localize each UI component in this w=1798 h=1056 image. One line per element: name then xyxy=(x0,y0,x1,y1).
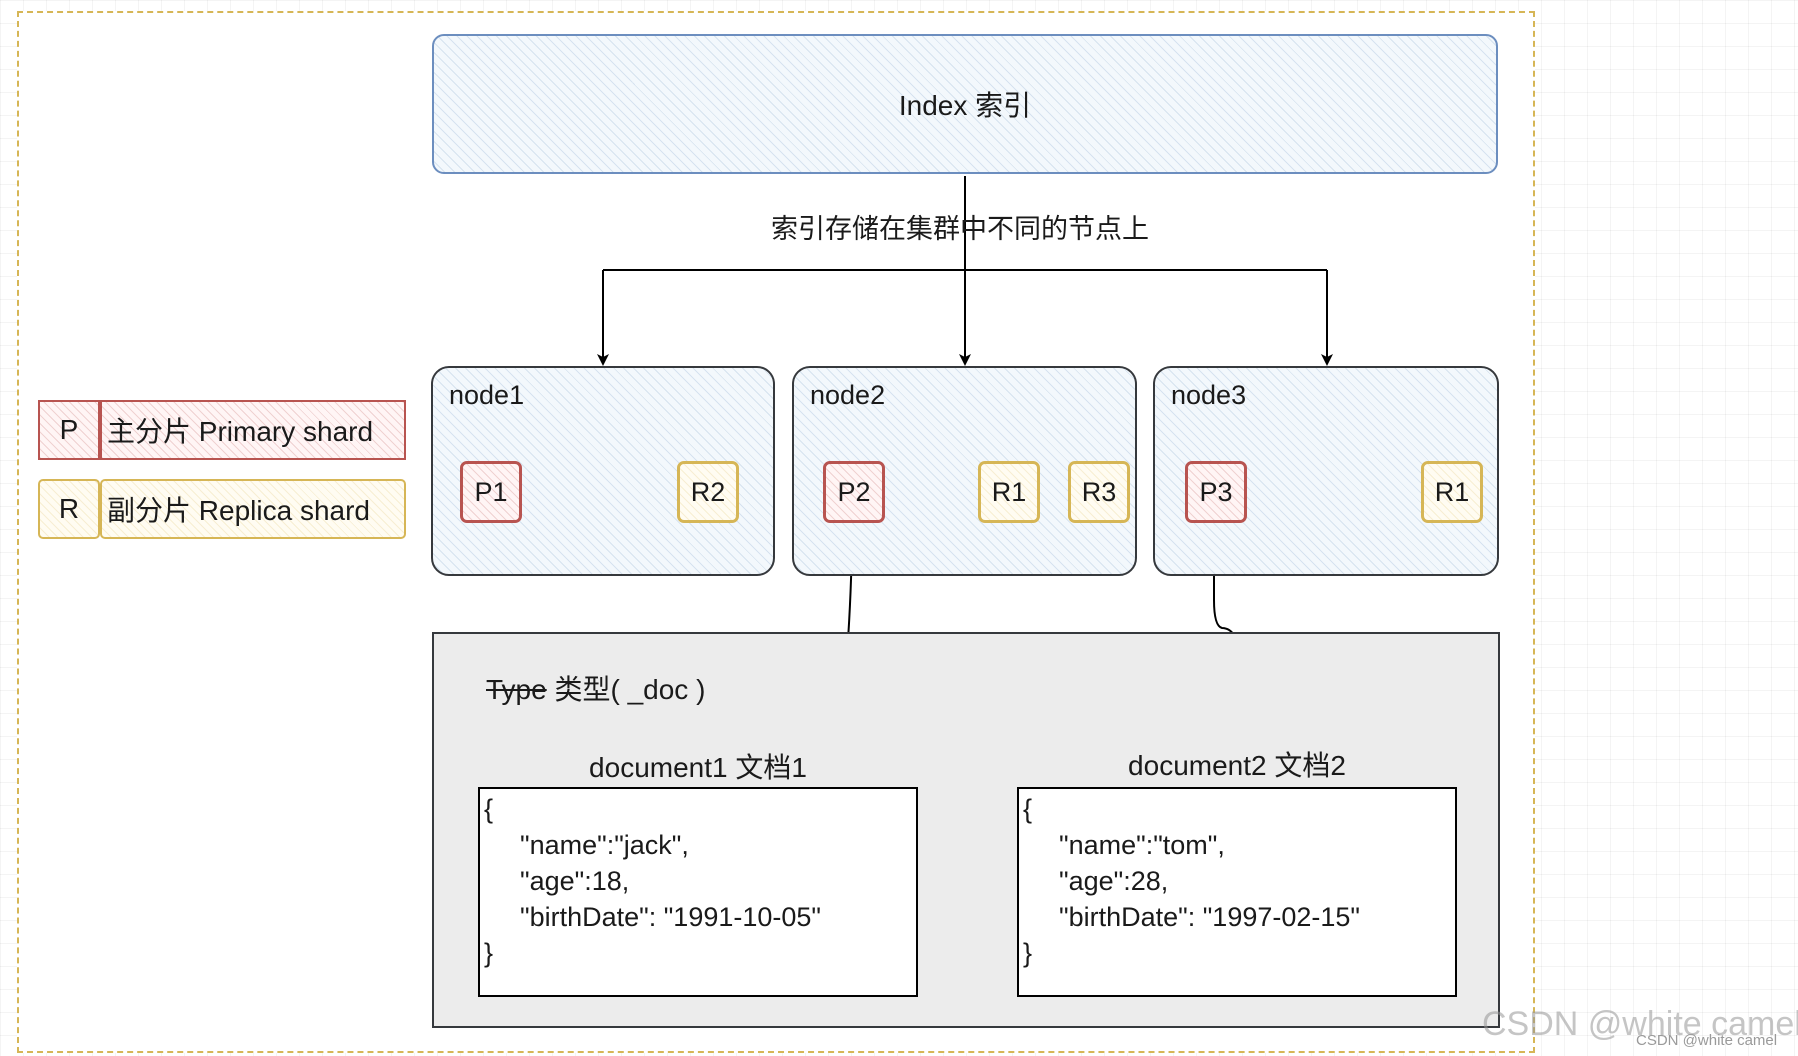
node-1[interactable]: node1 P1 R2 xyxy=(431,366,775,576)
json-line: } xyxy=(484,938,494,968)
shard-label: R3 xyxy=(1081,476,1117,507)
type-label: Type 类型( _doc ) xyxy=(486,668,705,708)
shard-r2[interactable]: R2 xyxy=(677,461,739,523)
legend-replica: R 副分片 Replica shard xyxy=(38,479,406,539)
node-title: node3 xyxy=(1171,380,1247,410)
shard-p2[interactable]: P2 xyxy=(823,461,885,523)
document2-title: document2 文档2 xyxy=(1128,750,1346,781)
node-title: node2 xyxy=(810,380,886,410)
edge-label: 索引存储在集群中不同的节点上 xyxy=(700,206,1220,246)
watermark-large: CSDN @white camel xyxy=(1482,1005,1798,1043)
json-line: "age":28, xyxy=(1059,866,1169,896)
json-line: "age":18, xyxy=(520,866,630,896)
legend-replica-label: 副分片 Replica shard xyxy=(100,479,406,539)
edge-label-text: 索引存储在集群中不同的节点上 xyxy=(771,213,1149,244)
shard-label: R1 xyxy=(991,476,1027,507)
index-box[interactable]: Index 索引 xyxy=(432,34,1498,174)
legend-primary-key: P xyxy=(38,400,100,460)
node-3[interactable]: node3 P3 R1 xyxy=(1153,366,1499,576)
shard-r3[interactable]: R3 xyxy=(1068,461,1130,523)
legend-primary: P 主分片 Primary shard xyxy=(38,400,406,460)
shard-label: P1 xyxy=(474,476,508,507)
json-line: "name":"tom", xyxy=(1059,830,1225,860)
node-title: node1 xyxy=(449,380,525,410)
shard-p3[interactable]: P3 xyxy=(1185,461,1247,523)
type-rest-text: 类型( _doc ) xyxy=(546,674,706,705)
json-line: { xyxy=(1023,794,1033,824)
index-label: Index 索引 xyxy=(898,90,1032,121)
shard-label: R1 xyxy=(1434,476,1470,507)
document1-box[interactable]: { "name":"jack", "age":18, "birthDate": … xyxy=(478,787,918,997)
shard-r1[interactable]: R1 xyxy=(978,461,1040,523)
json-line: { xyxy=(484,794,494,824)
shard-label: P2 xyxy=(837,476,871,507)
legend-primary-label: 主分片 Primary shard xyxy=(100,400,406,460)
shard-r1[interactable]: R1 xyxy=(1421,461,1483,523)
watermark-small: CSDN @white camel xyxy=(1636,1032,1778,1049)
json-line: "birthDate": "1991-10-05" xyxy=(520,902,822,932)
type-strike-text: Type xyxy=(486,674,547,705)
json-line: "birthDate": "1997-02-15" xyxy=(1059,902,1361,932)
shard-p1[interactable]: P1 xyxy=(460,461,522,523)
document1-title: document1 文档1 xyxy=(589,752,807,783)
node-2[interactable]: node2 P2 R1 R3 xyxy=(792,366,1137,576)
json-line: } xyxy=(1023,938,1033,968)
legend-replica-key: R xyxy=(38,479,100,539)
shard-label: P3 xyxy=(1199,476,1233,507)
shard-label: R2 xyxy=(690,476,726,507)
document2-box[interactable]: { "name":"tom", "age":28, "birthDate": "… xyxy=(1017,787,1457,997)
json-line: "name":"jack", xyxy=(520,830,689,860)
